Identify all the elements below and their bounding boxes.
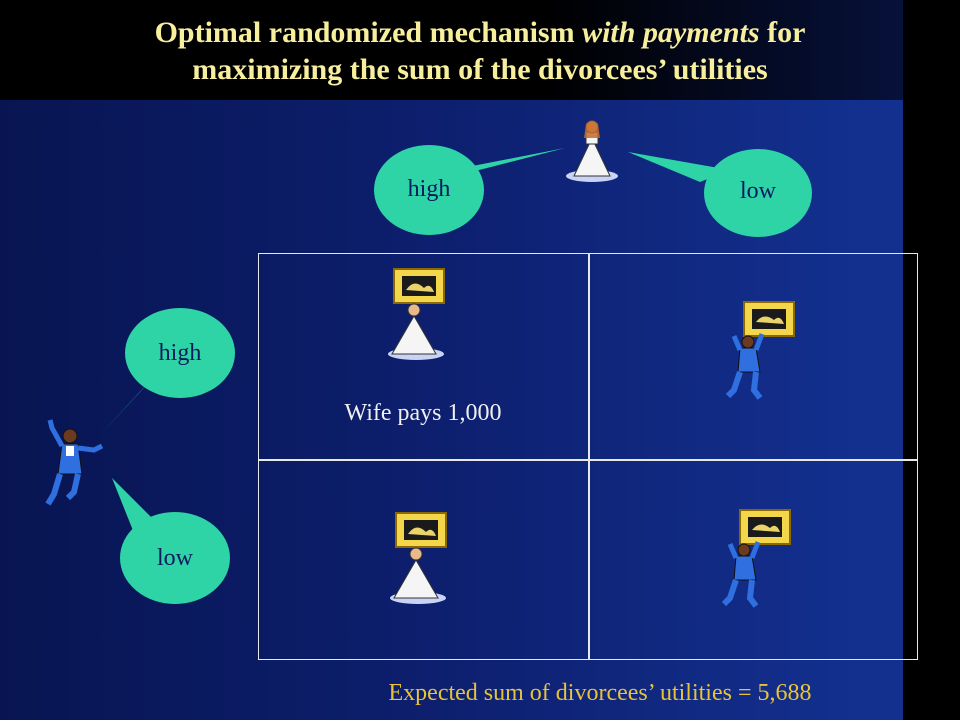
husband-low-bubble <box>112 478 230 604</box>
bride-with-painting-icon-2 <box>390 512 447 604</box>
wife-high-label: high <box>407 176 451 202</box>
husband-low-label: low <box>157 545 193 571</box>
title-part2: for <box>759 16 806 49</box>
husband-with-painting-icon-2 <box>722 509 791 608</box>
grid-horizontal-divider <box>258 459 918 461</box>
husband-icon <box>45 419 104 506</box>
title-part1: Optimal randomized mechanism <box>154 16 583 49</box>
husband-high-bubble <box>100 308 235 435</box>
top-left-cell-text: Wife pays 1,000 <box>344 400 502 426</box>
bride-with-painting-icon <box>388 268 445 360</box>
wife-low-bubble <box>628 149 812 237</box>
expected-sum-text: Expected sum of divorcees’ utilities = 5… <box>388 680 812 706</box>
bride-icon <box>566 120 618 182</box>
husband-with-painting-icon <box>726 301 795 400</box>
title-emphasis: with payments <box>582 16 760 49</box>
right-black-bar <box>903 0 960 720</box>
slide-title: Optimal randomized mechanism with paymen… <box>0 14 960 88</box>
husband-high-label: high <box>158 340 202 366</box>
wife-low-label: low <box>740 178 776 204</box>
title-line2: maximizing the sum of the divorcees’ uti… <box>192 53 768 86</box>
title-band <box>0 0 903 100</box>
wife-high-bubble <box>374 145 565 235</box>
grid-vertical-divider <box>588 253 590 660</box>
